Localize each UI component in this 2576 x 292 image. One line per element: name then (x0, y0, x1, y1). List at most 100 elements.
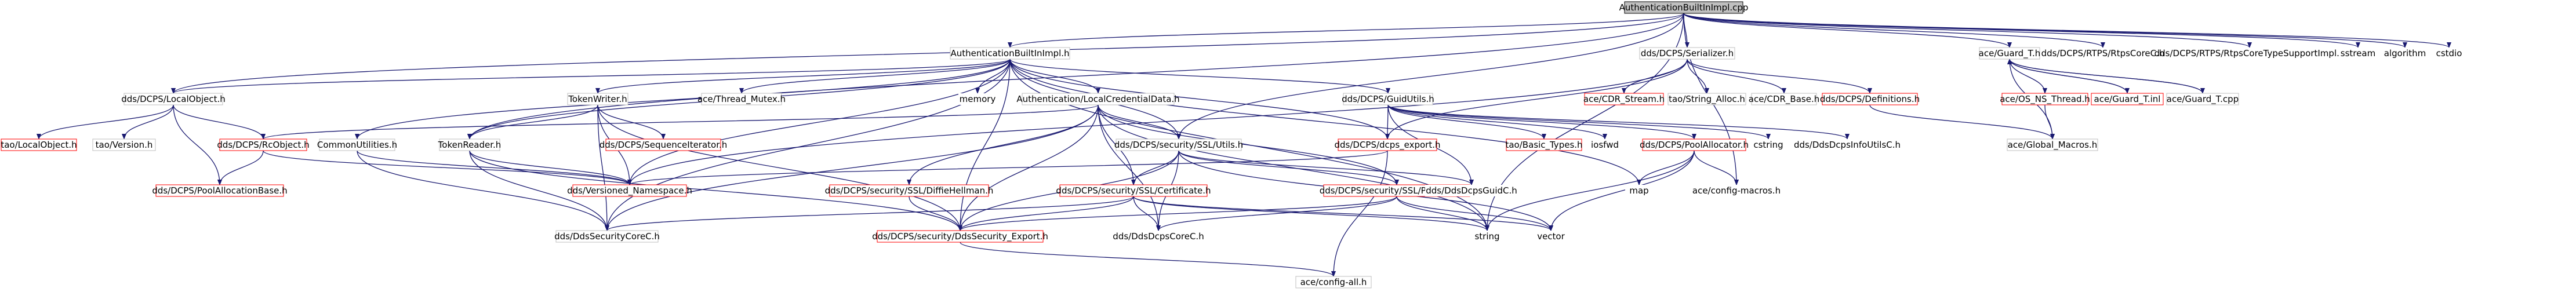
node-aceconfigall[interactable]: ace/config-all.h (1295, 276, 1372, 289)
node-infoutils[interactable]: dds/DdsDcpsInfoUtilsC.h (1794, 139, 1901, 151)
node-box (829, 184, 989, 197)
node-box (572, 184, 687, 197)
node-osnsthread[interactable]: ace/OS_NS_Thread.h (2000, 93, 2090, 105)
edge-root-to-rtpscorec (1683, 13, 2105, 48)
node-cstring[interactable]: cstring (1750, 139, 1787, 151)
node-versioned[interactable]: dds/Versioned_Namespace.h (567, 184, 692, 197)
node-box (1750, 139, 1787, 151)
node-tokenwriter[interactable]: TokenWriter.h (567, 93, 628, 105)
edge-abih-to-versioned (627, 59, 1011, 185)
node-pooldalloc[interactable]: dds/DCPS/PoolAllocator.h (1640, 138, 1749, 151)
edge-localcred-to-diffiehellman (907, 104, 1099, 185)
edge-guidutils-to-cstring (1387, 104, 1771, 140)
node-box (877, 230, 1044, 243)
node-string[interactable]: string (1470, 231, 1504, 242)
node-guidutils[interactable]: dds/DCPS/GuidUtils.h (1342, 93, 1434, 105)
node-label: AuthenticationBuiltInImpl.h (950, 48, 1069, 59)
node-box (567, 93, 628, 105)
node-iosfwd[interactable]: iosfwd (1587, 139, 1622, 151)
node-abih[interactable]: AuthenticationBuiltInImpl.h (950, 47, 1070, 60)
node-guardth[interactable]: ace/Guard_T.h (1979, 47, 2041, 60)
node-diffiehellman[interactable]: dds/DCPS/security/SSL/DiffieHellman.h (825, 184, 994, 197)
edge-sslutils-to-ddsdcpsguidc (1178, 150, 1474, 185)
edge-abih-to-dcpsexport (1009, 59, 1390, 140)
node-tokenreader[interactable]: TokenReader.h (438, 138, 502, 151)
node-box (1587, 139, 1622, 151)
node-globalmacros[interactable]: ace/Global_Macros.h (2007, 138, 2098, 151)
node-rtpscoretype[interactable]: dds/DCPS/RTPS/RtpsCoreTypeSupportImpl.h (2154, 48, 2345, 59)
node-box (1534, 231, 1568, 242)
node-threadmutex[interactable]: ace/Thread_Mutex.h (697, 93, 786, 105)
node-poolallocbase[interactable]: dds/DCPS/PoolAllocationBase.h (152, 184, 288, 197)
node-sslcert[interactable]: dds/DCPS/security/SSL/Certificate.h (1056, 184, 1211, 197)
node-box (1506, 138, 1582, 151)
node-ddsdcpscorec[interactable]: dds/DdsDcpsCoreC.h (1113, 231, 1204, 242)
node-ddssecurityc[interactable]: dds/DdsSecurityCoreC.h (554, 230, 660, 243)
node-sslutils[interactable]: dds/DCPS/security/SSL/Utils.h (1114, 138, 1243, 151)
node-secexport[interactable]: dds/DCPS/security/DdsSecurity_Export.h (872, 230, 1048, 243)
edge-sslcert-to-ddssecurityc (605, 196, 1134, 231)
node-rcobject[interactable]: dds/DCPS/RcObject.h (217, 138, 310, 151)
edge-root-to-sstream (1683, 13, 2360, 48)
node-memory[interactable]: memory (958, 93, 997, 105)
edge-root-to-tokenreader (467, 13, 1684, 140)
edge-serializer-to-versioned (627, 59, 1688, 185)
node-dcpsexport[interactable]: dds/DCPS/dcps_export.h (1334, 138, 1441, 151)
node-label: ace/Guard_T.cpp (2167, 94, 2239, 105)
edge-pooldalloc-to-map (1637, 150, 1695, 185)
edge-pooldalloc-to-string (1485, 150, 1695, 231)
edge-abih-to-secexport (958, 59, 1011, 231)
edge-diffiehellman-to-secexport (909, 196, 962, 231)
node-algorithm[interactable]: algorithm (2383, 48, 2427, 59)
edge-tokenwriter-to-secexport (597, 104, 962, 231)
node-box (1642, 138, 1746, 151)
node-ddsdcpsguidc[interactable]: dds/DdsDcpsGuidC.h (1425, 185, 1518, 196)
node-guardtinl[interactable]: ace/Guard_T.inl (2091, 93, 2164, 105)
node-box (2166, 93, 2239, 105)
node-guardtcpp[interactable]: ace/Guard_T.cpp (2166, 93, 2239, 105)
node-map[interactable]: map (1625, 185, 1653, 196)
edge-root-to-localobject (171, 13, 1684, 94)
edge-privatekey-to-string (1396, 196, 1489, 231)
node-label: CommonUtilities.h (317, 140, 397, 150)
node-label: ace/Guard_T.h (1979, 48, 2041, 59)
node-localcred[interactable]: Authentication/LocalCredentialData.h (1016, 93, 1180, 105)
node-sstream[interactable]: sstream (2339, 48, 2377, 59)
edge-serializer-to-definitions (1687, 59, 1872, 94)
node-seqiter[interactable]: dds/DCPS/SequenceIterator.h (600, 138, 728, 151)
node-commonutils[interactable]: CommonUtilities.h (317, 138, 397, 151)
node-label: tao/Version.h (96, 140, 153, 150)
node-cdrbase[interactable]: ace/CDR_Base.h (1749, 93, 1819, 105)
node-taolocalobject[interactable]: tao/LocalObject.h (1, 138, 77, 151)
node-rtpscorec[interactable]: dds/DCPS/RTPS/RtpsCoreC.h (2041, 48, 2165, 59)
node-taoversion[interactable]: tao/Version.h (92, 138, 156, 151)
node-box (1751, 93, 1817, 105)
node-label: dds/DCPS/PoolAllocator.h (1640, 140, 1749, 150)
node-localobject[interactable]: dds/DCPS/LocalObject.h (121, 93, 226, 105)
node-box (155, 184, 284, 197)
node-label: cstring (1753, 140, 1783, 150)
edge-abih-to-guidutils (1009, 59, 1390, 94)
node-configmacros[interactable]: ace/config-macros.h (1691, 185, 1782, 196)
node-box (1116, 138, 1242, 151)
edge-guidutils-to-dcpsexport (1385, 104, 1390, 140)
edge-definitions-to-globalmacros (1869, 104, 2055, 140)
node-label: tao/String_Alloc.h (1669, 94, 1745, 105)
node-definitions[interactable]: dds/DCPS/Definitions.h (1820, 93, 1920, 105)
edge-pooldalloc-to-configmacros (1694, 150, 1739, 185)
edge-root-to-abih (1008, 13, 1684, 48)
node-box (1343, 93, 1433, 105)
edge-guidutils-to-iosfwd (1387, 104, 1607, 140)
node-box (1584, 93, 1664, 105)
node-vector[interactable]: vector (1534, 231, 1568, 242)
node-label: map (1629, 185, 1648, 196)
node-label: dds/DdsDcpsGuidC.h (1426, 185, 1517, 196)
node-cdrstream[interactable]: ace/CDR_Stream.h (1583, 93, 1665, 105)
node-cstdio[interactable]: cstdio (2433, 48, 2465, 59)
node-taobasic[interactable]: tao/Basic_Types.h (1505, 138, 1583, 151)
node-stringalloc[interactable]: tao/String_Alloc.h (1667, 93, 1746, 105)
node-label: sstream (2341, 48, 2375, 59)
node-box (1425, 185, 1518, 196)
edge-localobject-to-taoversion (122, 104, 174, 140)
node-serializer[interactable]: dds/DCPS/Serializer.h (1639, 47, 1735, 60)
